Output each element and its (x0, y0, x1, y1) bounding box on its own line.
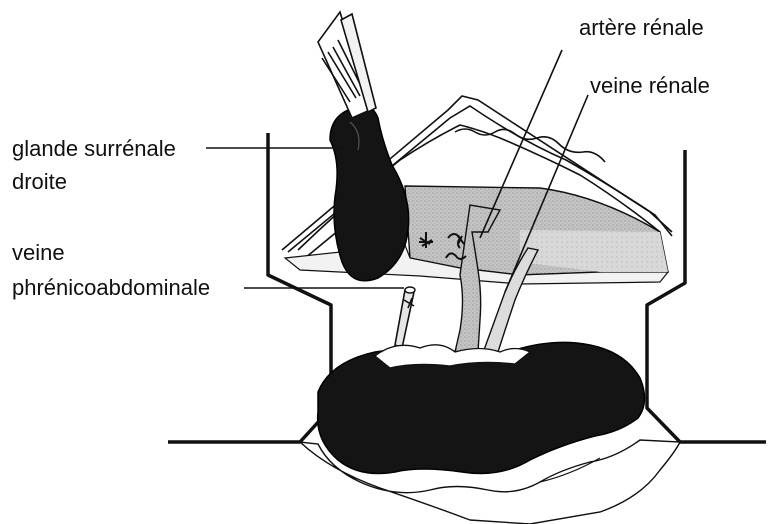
label-veine: veine (12, 242, 65, 264)
forceps-instrument (318, 12, 376, 118)
label-veine-renale: veine rénale (590, 75, 710, 97)
phrenicoabdominal-vein (395, 287, 415, 348)
label-artere-renale: artère rénale (579, 17, 704, 39)
label-glande-surrenale: glande surrénale (12, 138, 176, 160)
label-droite: droite (12, 171, 67, 193)
label-phrenicoabdominale: phrénicoabdominale (12, 277, 210, 299)
adrenal-gland (330, 106, 409, 281)
